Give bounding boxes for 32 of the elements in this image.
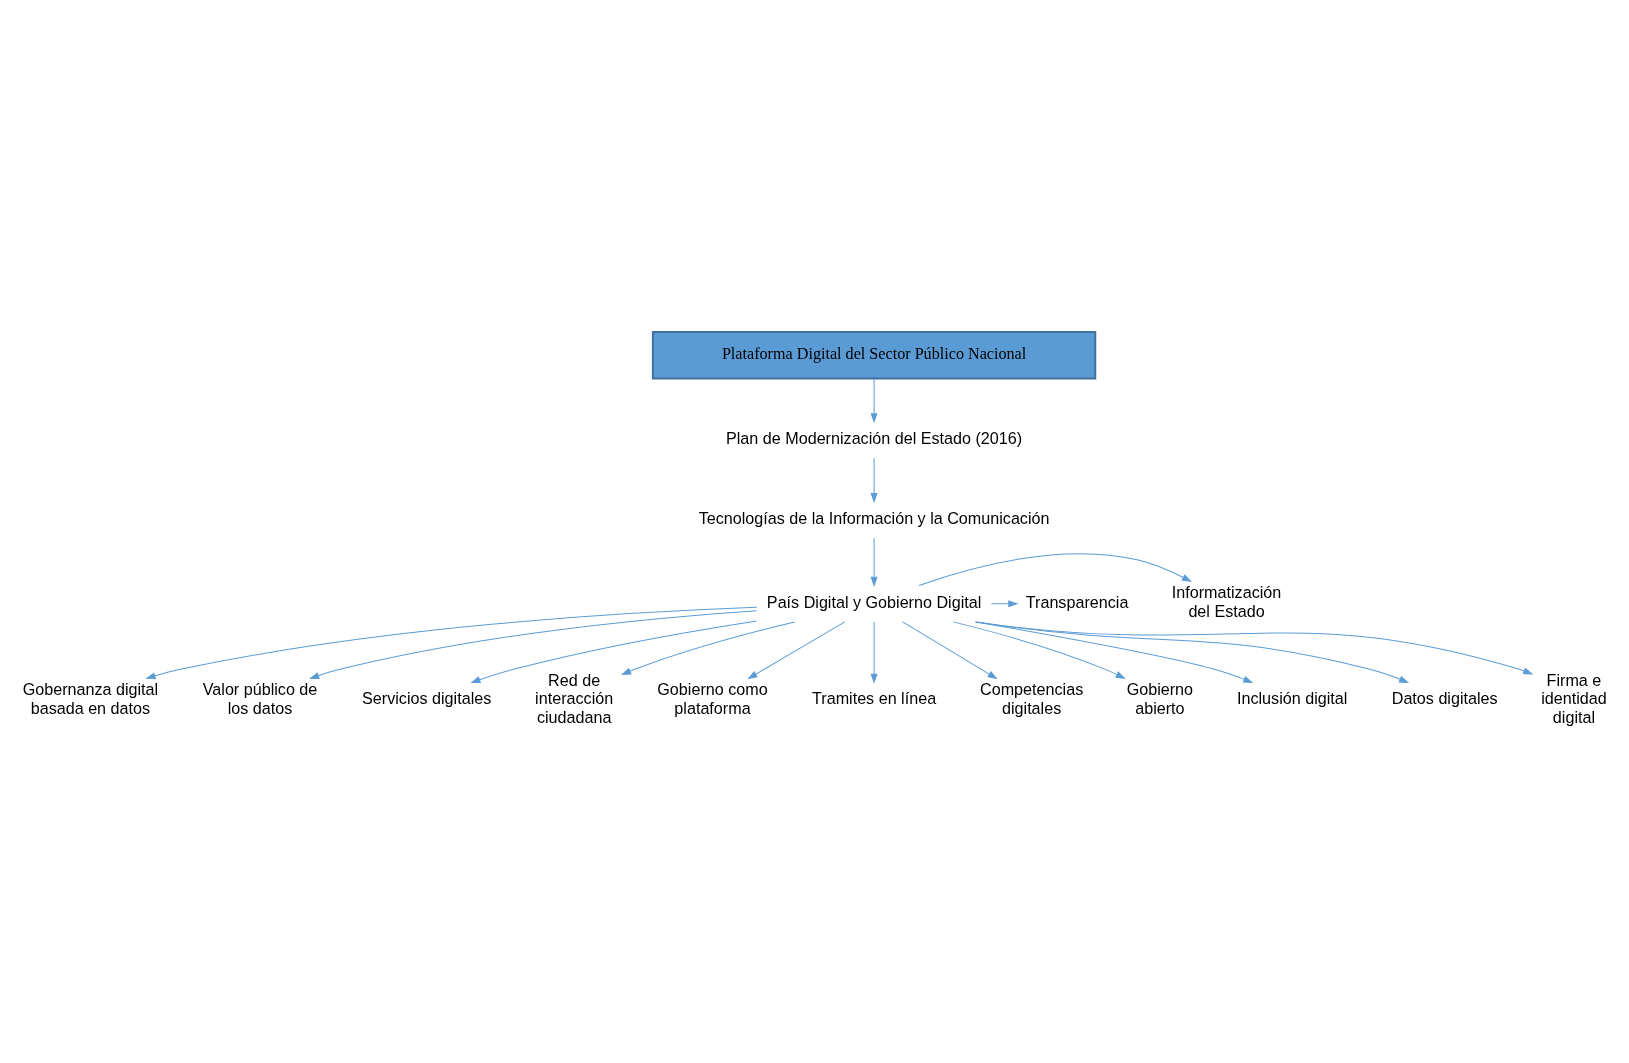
- arrow: [870, 457, 878, 503]
- arrow: [470, 619, 758, 683]
- node-text: Red de interacción ciudadana: [535, 670, 614, 726]
- node-text: Datos digitales: [1391, 688, 1498, 707]
- node-text: Inclusión digital: [1237, 688, 1348, 707]
- arrow: [747, 620, 846, 679]
- node-text: Plan de Modernización del Estado (2016): [726, 428, 1023, 447]
- node-text: País Digital y Gobierno Digital: [766, 592, 982, 611]
- arrow: [976, 620, 1410, 683]
- arrow: [309, 609, 758, 679]
- node-text: Informatización del Estado: [1171, 582, 1282, 620]
- node-text: Tramites en línea: [812, 688, 937, 707]
- arrow: [918, 552, 1192, 586]
- arrow: [870, 621, 878, 684]
- arrow: [870, 377, 878, 423]
- arrow: [974, 620, 1534, 675]
- arrow: [145, 606, 758, 679]
- node-text: Servicios digitales: [362, 688, 492, 707]
- arrow: [952, 620, 1126, 679]
- node-text: Gobernanza digital basada en datos: [22, 679, 159, 717]
- node-text: Tecnologías de la Información y la Comunicación: [698, 508, 1050, 527]
- node-text: Transparencia: [1025, 592, 1129, 611]
- arrow: [990, 599, 1019, 607]
- arrow: [902, 620, 998, 679]
- node-text: Firma e identidad digital: [1541, 670, 1607, 726]
- node-text: Gobierno como plataforma: [657, 679, 768, 717]
- node-text: Competencias digitales: [980, 679, 1084, 717]
- node-text: Gobierno abierto: [1126, 679, 1194, 717]
- arrow: [870, 537, 878, 587]
- node-box: Plataforma Digital del Sector Público Nacional: [651, 330, 1097, 379]
- node-text: Valor público de los datos: [202, 679, 318, 717]
- arrow: [620, 620, 796, 675]
